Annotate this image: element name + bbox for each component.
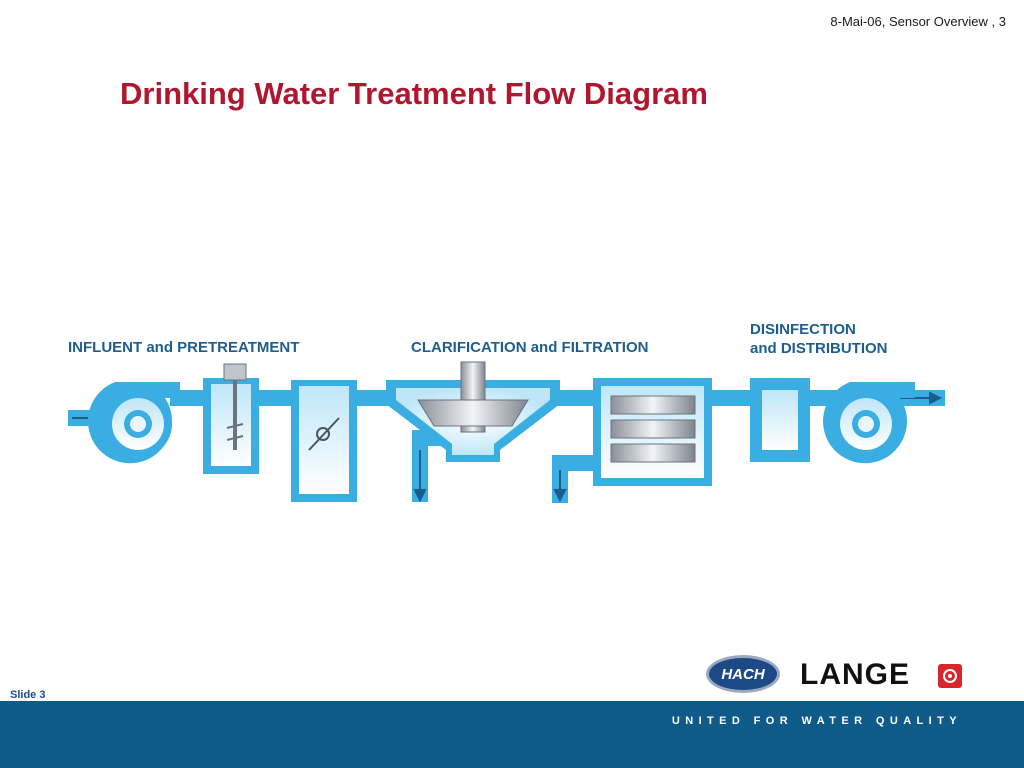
lange-logo-icon — [938, 664, 962, 688]
header-reference: 8-Mai-06, Sensor Overview , 3 — [830, 14, 1006, 29]
clarifier — [386, 361, 560, 462]
footer-bar: UNITED FOR WATER QUALITY — [0, 701, 1024, 768]
filter — [593, 378, 712, 486]
footer-tagline: UNITED FOR WATER QUALITY — [671, 715, 962, 727]
treatment-flow-diagram: INFLUENT and PRETREATMENT CLARIFICATION … — [68, 321, 945, 503]
company-logos: HACH LANGE — [700, 650, 970, 700]
distribution-pump — [823, 382, 915, 464]
stage-label-disinfection-2: and DISTRIBUTION — [750, 340, 888, 357]
stage-label-influent: INFLUENT and PRETREATMENT — [68, 339, 299, 356]
flocculation-basin — [291, 380, 357, 502]
influent-pump — [88, 382, 180, 464]
slide-title: Drinking Water Treatment Flow Diagram — [120, 76, 708, 111]
hach-logo: HACH — [706, 655, 780, 693]
stage-label-clarification: CLARIFICATION and FILTRATION — [411, 339, 648, 356]
mixing-tank — [203, 363, 259, 474]
disinfection-tank — [750, 378, 810, 462]
stage-label-disinfection-1: DISINFECTION — [750, 321, 856, 338]
lange-logo-text: LANGE — [800, 658, 910, 691]
slide-number: Slide 3 — [10, 689, 46, 701]
